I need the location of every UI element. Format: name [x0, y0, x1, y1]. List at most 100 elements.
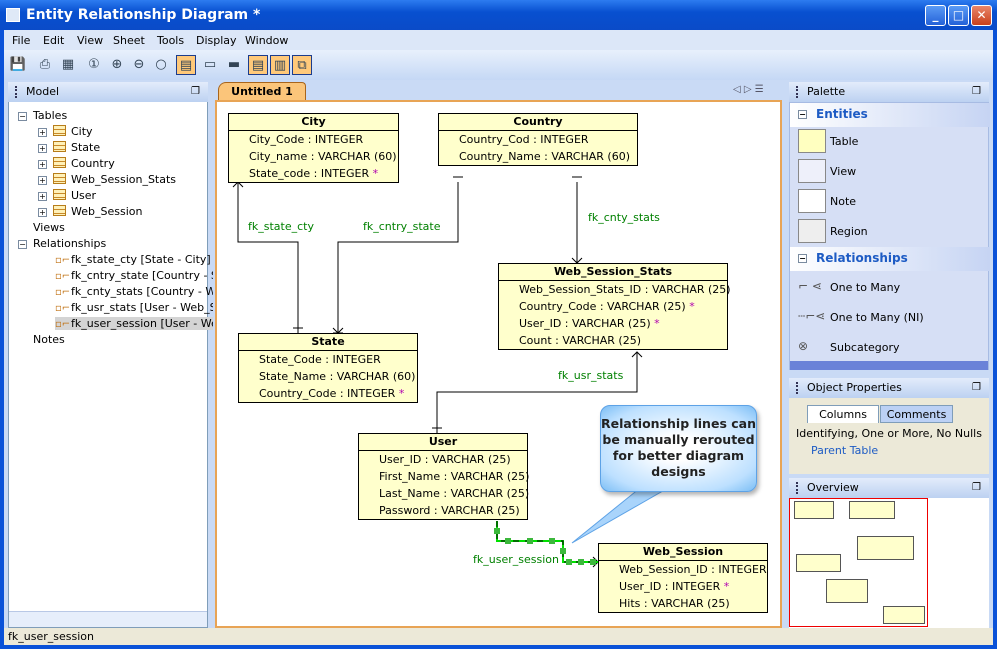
tree-node-views[interactable]: Views — [33, 221, 65, 234]
palette-item-table[interactable]: Table — [790, 129, 988, 157]
overview-title: Overview — [807, 481, 859, 494]
entity-column[interactable]: Web_Session_ID : INTEGER — [599, 561, 767, 578]
entity-column[interactable]: Country_Cod : INTEGER — [439, 131, 637, 148]
tree-node-notes[interactable]: Notes — [33, 333, 65, 346]
physical-view-icon[interactable]: ▥ — [270, 55, 290, 75]
minimize-button[interactable]: _ — [925, 5, 946, 26]
relationship-label-fk-state-cty[interactable]: fk_state_cty — [248, 220, 314, 233]
entity-column[interactable]: State_Code : INTEGER — [239, 351, 417, 368]
expand-icon[interactable]: + — [38, 144, 47, 153]
menu-window[interactable]: Window — [245, 34, 289, 47]
relationship-label-fk-user-session[interactable]: fk_user_session — [473, 553, 559, 566]
show-name-icon[interactable]: ▬ — [227, 57, 241, 72]
relationship-label-fk-usr-stats[interactable]: fk_usr_stats — [558, 369, 624, 382]
maximize-button[interactable]: □ — [948, 5, 969, 26]
expand-icon[interactable]: + — [38, 192, 47, 201]
logical-view-icon[interactable]: ▤ — [248, 55, 268, 75]
tab-comments[interactable]: Comments — [880, 405, 953, 423]
grid-icon[interactable]: ▦ — [61, 57, 75, 72]
auto-layout-icon[interactable]: ⧉ — [292, 55, 312, 75]
tree-relationship[interactable]: ▫⌐fk_user_session [User - Web — [55, 317, 225, 330]
horizontal-scrollbar[interactable] — [9, 611, 207, 627]
show-columns-icon[interactable]: ▤ — [176, 55, 196, 75]
menu-tools[interactable]: Tools — [157, 34, 185, 47]
maximize-panel-icon[interactable]: ❐ — [191, 86, 200, 97]
zoom-fit-icon[interactable]: ○ — [155, 57, 167, 72]
relationship-label-fk-cntry-state[interactable]: fk_cntry_state — [363, 220, 441, 233]
menu-file[interactable]: File — [12, 34, 31, 47]
expand-icon[interactable]: + — [38, 128, 47, 137]
tree-relationship[interactable]: ▫⌐fk_cntry_state [Country - St — [55, 269, 222, 282]
save-icon[interactable]: 💾 — [9, 57, 27, 72]
entity-column[interactable]: First_Name : VARCHAR (25) — [359, 468, 529, 485]
entity-column[interactable]: City_name : VARCHAR (60) — [229, 148, 398, 165]
print-icon[interactable]: ⎙ — [39, 57, 51, 72]
column-text: State_Code : INTEGER — [259, 353, 381, 366]
maximize-panel-icon[interactable]: ❐ — [972, 86, 981, 97]
tab-untitled-1[interactable]: Untitled 1 — [218, 82, 306, 101]
show-keys-icon[interactable]: ▭ — [203, 57, 217, 72]
tree-table-city[interactable]: +City — [38, 125, 93, 138]
overview-viewport[interactable] — [789, 498, 928, 627]
expand-icon[interactable]: + — [38, 208, 47, 217]
zoom-actual-icon[interactable]: ① — [88, 57, 100, 72]
entity-column[interactable]: User_ID : VARCHAR (25) — [359, 451, 527, 468]
menu-sheet[interactable]: Sheet — [113, 34, 145, 47]
tree-table-web_session_stats[interactable]: +Web_Session_Stats — [38, 173, 176, 186]
relationship-label-fk-cnty-stats[interactable]: fk_cnty_stats — [588, 211, 660, 224]
tree-table-user[interactable]: +User — [38, 189, 96, 202]
expand-icon[interactable]: + — [38, 176, 47, 185]
menu-view[interactable]: View — [77, 34, 104, 47]
entity-column[interactable]: Hits : VARCHAR (25) — [599, 595, 767, 612]
tree-relationship[interactable]: ▫⌐fk_usr_stats [User - Web_Se — [55, 301, 223, 314]
tree-table-web_session[interactable]: +Web_Session — [38, 205, 142, 218]
palette-item-region[interactable]: Region — [790, 219, 988, 247]
palette-section-entities[interactable]: −Entities — [790, 103, 990, 127]
entity-column[interactable]: User_ID : INTEGER * — [599, 578, 767, 595]
entity-column[interactable]: Count : VARCHAR (25) — [499, 332, 727, 349]
entity-column[interactable]: User_ID : VARCHAR (25) * — [499, 315, 727, 332]
zoom-in-icon[interactable]: ⊕ — [111, 57, 123, 72]
entity-column[interactable]: State_code : INTEGER * — [229, 165, 398, 182]
entity-column[interactable]: Password : VARCHAR (25) — [359, 502, 527, 519]
tree-table-country[interactable]: +Country — [38, 157, 115, 170]
entity-column[interactable]: State_Name : VARCHAR (60) — [239, 368, 417, 385]
zoom-out-icon[interactable]: ⊖ — [133, 57, 145, 72]
palette-section-relationships[interactable]: −Relationships — [790, 247, 990, 271]
tree-relationship-label: fk_user_session [User - Web — [71, 317, 225, 330]
palette-item-one-to-many-ni-[interactable]: ┄⌐⋖One to Many (NI) — [790, 305, 988, 333]
tab-nav-icons[interactable]: ◁ ▷ ☰ — [733, 84, 764, 95]
tree-node-tables[interactable]: −Tables — [18, 109, 67, 122]
collapse-icon[interactable]: − — [18, 112, 27, 121]
collapse-icon[interactable]: − — [18, 240, 27, 249]
palette-item-view[interactable]: View — [790, 159, 988, 187]
entity-column[interactable]: Country_Code : VARCHAR (25) * — [499, 298, 727, 315]
menu-edit[interactable]: Edit — [43, 34, 65, 47]
tree-relationship[interactable]: ▫⌐fk_cnty_stats [Country - We — [55, 285, 222, 298]
one-to-many-icon: ⌐ ⋖ — [798, 279, 822, 293]
palette-item-subcategory[interactable]: ⊗Subcategory — [790, 335, 988, 363]
maximize-panel-icon[interactable]: ❐ — [972, 482, 981, 493]
entity-column[interactable]: Web_Session_Stats_ID : VARCHAR (25) — [499, 281, 731, 298]
entity-column[interactable]: City_Code : INTEGER — [229, 131, 398, 148]
tab-columns[interactable]: Columns — [807, 405, 879, 423]
tree-node-relationships[interactable]: −Relationships — [18, 237, 106, 250]
overview-thumbnail[interactable] — [789, 498, 989, 628]
entity-column[interactable]: Last_Name : VARCHAR (25) — [359, 485, 529, 502]
close-button[interactable]: ✕ — [971, 5, 992, 26]
tree-table-state[interactable]: +State — [38, 141, 100, 154]
entity-column[interactable]: Country_Name : VARCHAR (60) — [439, 148, 637, 165]
menu-display[interactable]: Display — [196, 34, 237, 47]
palette-item-note[interactable]: Note — [790, 189, 988, 217]
expand-icon[interactable]: + — [38, 160, 47, 169]
palette-item-one-to-many[interactable]: ⌐ ⋖One to Many — [790, 275, 988, 303]
tree-relationship[interactable]: ▫⌐fk_state_cty [State - City] — [55, 253, 211, 266]
maximize-panel-icon[interactable]: ❐ — [972, 382, 981, 393]
entity-column[interactable]: Country_Code : INTEGER * — [239, 385, 417, 402]
